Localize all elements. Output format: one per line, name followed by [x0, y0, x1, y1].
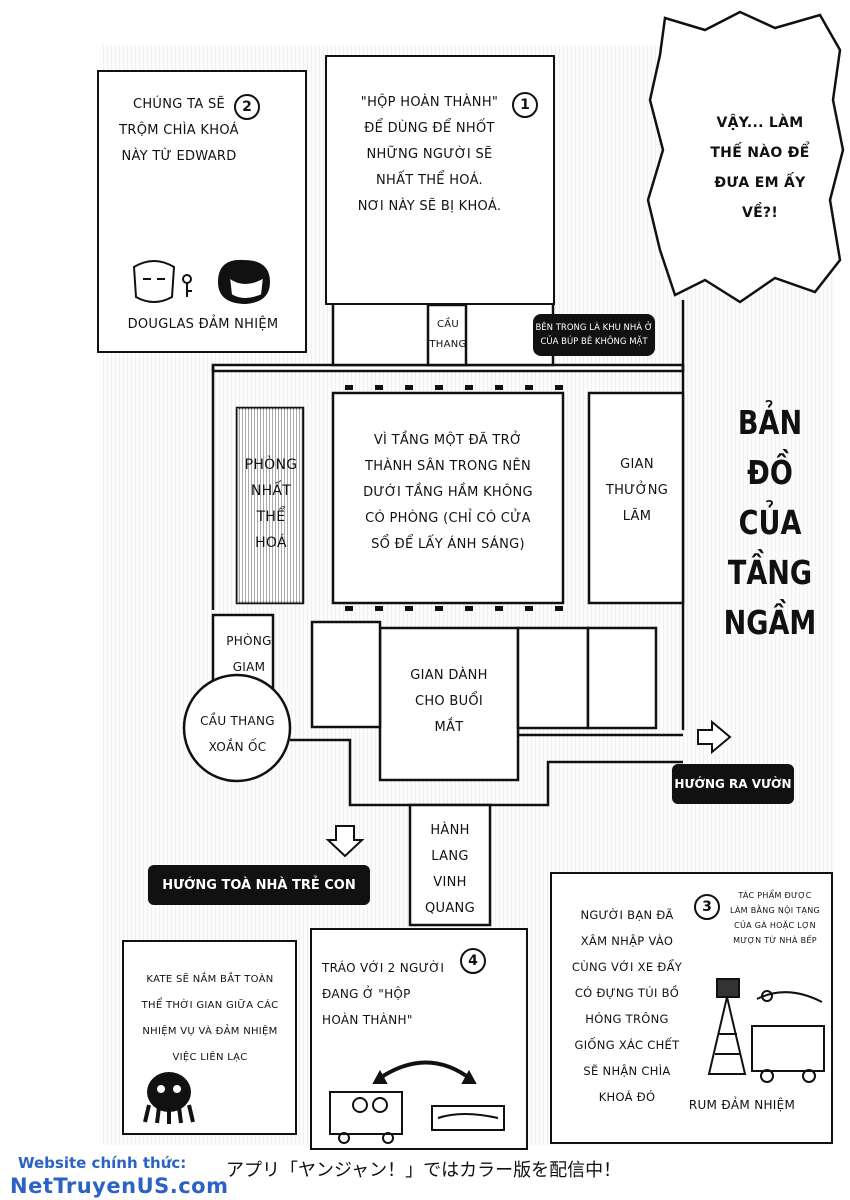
unify-room-hatch	[237, 408, 303, 603]
footer-site-link[interactable]: NetTruyenUS.com	[10, 1174, 229, 1198]
to-garden-badge: HƯỚNG RA VƯỜN	[672, 764, 794, 804]
hall-view-room	[587, 391, 685, 605]
arrow-down-icon	[325, 825, 365, 858]
footer-jp: アプリ「ヤンジャン！」ではカラー版を配信中！	[226, 1160, 622, 1181]
rum-cart-illustration	[707, 978, 825, 1083]
speech-bubble	[646, 10, 845, 304]
glory-corridor	[408, 803, 492, 927]
arrow-right-icon	[697, 719, 732, 755]
number-badge: 4	[460, 948, 486, 974]
kate-octopus-icon	[143, 1072, 195, 1124]
spiral-staircase	[182, 673, 292, 783]
swap-illustration	[329, 1060, 505, 1144]
douglas-footer: DOUGLAS ĐẢM NHIỆM	[127, 317, 279, 332]
douglas-face-icon	[132, 259, 271, 305]
to-children-building-badge: HƯỚNG TOÀ NHÀ TRẺ CON	[148, 865, 370, 905]
footer-site-label: Website chính thức:	[18, 1154, 187, 1172]
rum-footer: RUM ĐẢM NHIỆM	[688, 1098, 796, 1112]
courtyard	[331, 391, 565, 605]
number-badge: 2	[234, 94, 260, 120]
number-badge: 3	[694, 894, 720, 920]
number-badge: 1	[512, 92, 538, 118]
